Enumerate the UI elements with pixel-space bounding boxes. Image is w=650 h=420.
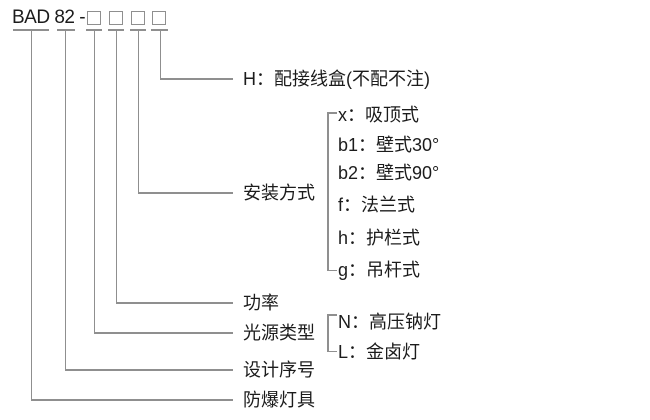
code-placeholder-box-2 xyxy=(109,11,123,25)
model-prefix: BAD 82 - xyxy=(12,7,86,28)
mounting-option: b1：壁式30° xyxy=(338,135,440,155)
underline-prefix-82 xyxy=(57,29,75,31)
mounting-bracket-line xyxy=(327,112,329,271)
connector-horizontal-power xyxy=(116,302,233,304)
connector-vertical-light-source xyxy=(93,29,95,334)
connector-vertical-design-number xyxy=(64,29,66,371)
connector-vertical-power xyxy=(115,29,117,304)
label-mounting: 安装方式 xyxy=(243,183,315,203)
mounting-option: g：吊杆式 xyxy=(338,260,421,280)
connector-horizontal-junction-box xyxy=(160,78,233,80)
connector-horizontal-explosion-proof xyxy=(31,399,233,401)
code-placeholder-box-3 xyxy=(131,11,145,25)
mounting-option: b2：壁式90° xyxy=(338,163,440,183)
light-source-option: L：金卤灯 xyxy=(338,342,421,362)
light-source-bracket-bottom-tick xyxy=(327,350,337,352)
code-placeholder-box-1 xyxy=(87,11,101,25)
connector-vertical-explosion-proof xyxy=(30,29,32,401)
mounting-bracket-top-tick xyxy=(327,112,337,114)
label-light-source: 光源类型 xyxy=(243,323,315,343)
mounting-bracket-bottom-tick xyxy=(327,269,337,271)
label-design-number: 设计序号 xyxy=(243,360,315,380)
label-power: 功率 xyxy=(243,293,279,313)
connector-vertical-junction-box xyxy=(159,29,161,80)
mounting-option: h：护栏式 xyxy=(338,228,421,248)
label-explosion-proof: 防爆灯具 xyxy=(243,390,315,410)
code-placeholder-box-4 xyxy=(152,11,166,25)
connector-horizontal-mounting xyxy=(138,192,233,194)
connector-vertical-mounting xyxy=(137,29,139,194)
light-source-bracket-line xyxy=(327,314,329,352)
connector-horizontal-light-source xyxy=(94,332,233,334)
mounting-option: f：法兰式 xyxy=(338,195,416,215)
connector-horizontal-design-number xyxy=(65,369,233,371)
label-junction-box: H：配接线盒(不配不注) xyxy=(243,69,430,89)
mounting-option: x：吸顶式 xyxy=(338,105,419,125)
light-source-option: N：高压钠灯 xyxy=(338,312,441,332)
light-source-bracket-top-tick xyxy=(327,314,337,316)
